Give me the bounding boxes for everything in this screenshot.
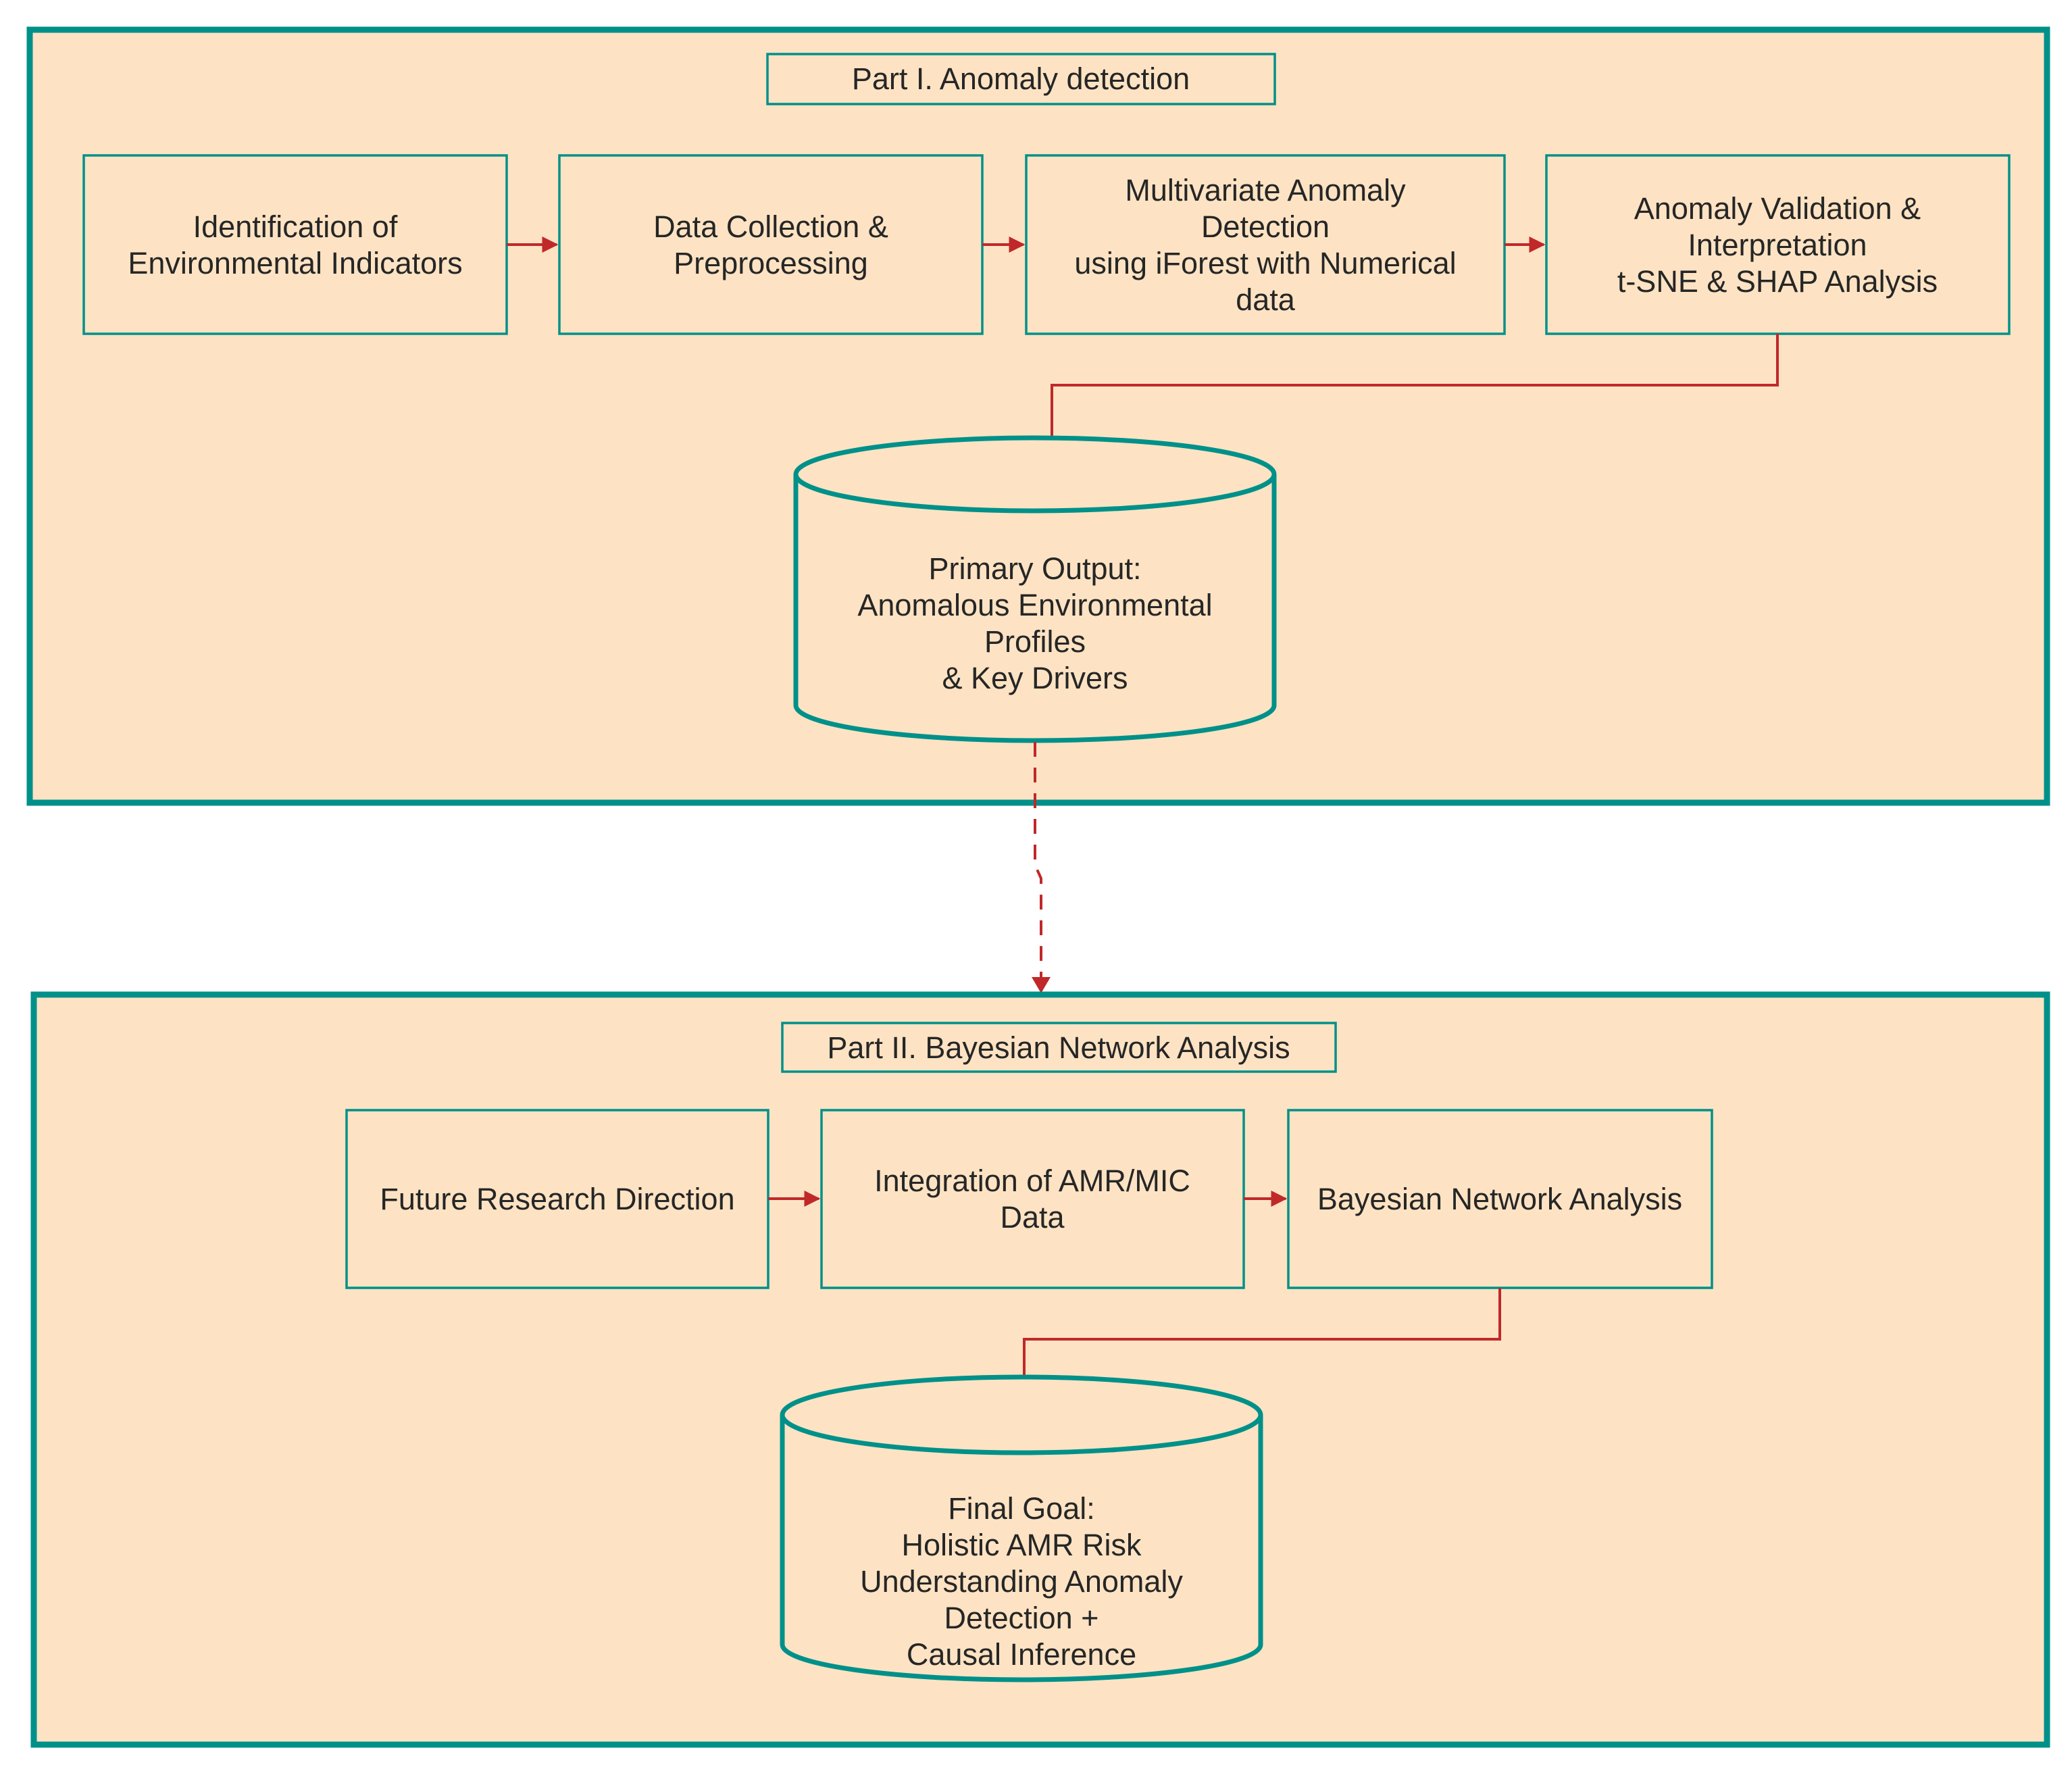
label-line: Detection [1201, 209, 1330, 244]
label-line: Bayesian Network Analysis [1317, 1182, 1682, 1216]
label-line: Understanding Anomaly [860, 1564, 1183, 1599]
part2-step-3: Bayesian Network Analysis [1287, 1109, 1713, 1289]
label-line: Anomaly Validation & [1634, 191, 1921, 226]
label-line: Holistic AMR Risk [901, 1528, 1142, 1562]
label-line: Detection + [944, 1601, 1099, 1635]
part1-step-2-label: Data Collection &Preprocessing [653, 209, 888, 280]
label-line: Future Research Direction [380, 1182, 734, 1216]
label-line: Environmental Indicators [128, 246, 462, 280]
label-line: Anomalous Environmental [857, 588, 1212, 622]
dashed-connector-arrowhead [1032, 977, 1051, 993]
label-line: Integration of AMR/MIC [874, 1164, 1190, 1198]
arrow-step4-to-output [1044, 334, 1779, 459]
label-line: Identification of [193, 209, 398, 244]
label-line: using iForest with Numerical [1074, 246, 1456, 280]
label-line: Data Collection & [653, 209, 888, 244]
label-line: Preprocessing [674, 246, 868, 280]
label-line: Interpretation [1688, 228, 1867, 262]
part2-panel: Part II. Bayesian Network Analysis Futur… [30, 991, 2050, 1748]
part1-panel: Part I. Anomaly detection Identification… [26, 26, 2050, 806]
label-line: Data [1000, 1200, 1065, 1234]
part2-step-1: Future Research Direction [345, 1109, 769, 1289]
part1-title: Part I. Anomaly detection [852, 61, 1190, 96]
label-line: Final Goal: [948, 1491, 1095, 1526]
label-line: Multivariate Anomaly [1125, 173, 1406, 207]
part2-title: Part II. Bayesian Network Analysis [827, 1030, 1290, 1065]
label-line: Profiles [984, 624, 1086, 659]
label-line: data [1236, 282, 1296, 317]
label-line: Primary Output: [928, 551, 1141, 586]
part2-step-1-label: Future Research Direction [380, 1182, 734, 1216]
arrow-p2-step3-to-output [1016, 1288, 1501, 1401]
part1-step-2: Data Collection &Preprocessing [558, 154, 984, 335]
label-line: & Key Drivers [942, 661, 1128, 695]
part1-title-box: Part I. Anomaly detection [766, 53, 1276, 105]
label-line: Causal Inference [907, 1637, 1136, 1672]
dashed-connector [1034, 742, 1042, 984]
part2-step-3-label: Bayesian Network Analysis [1317, 1182, 1682, 1216]
part2-title-box: Part II. Bayesian Network Analysis [781, 1022, 1337, 1073]
label-line: t-SNE & SHAP Analysis [1617, 264, 1938, 299]
